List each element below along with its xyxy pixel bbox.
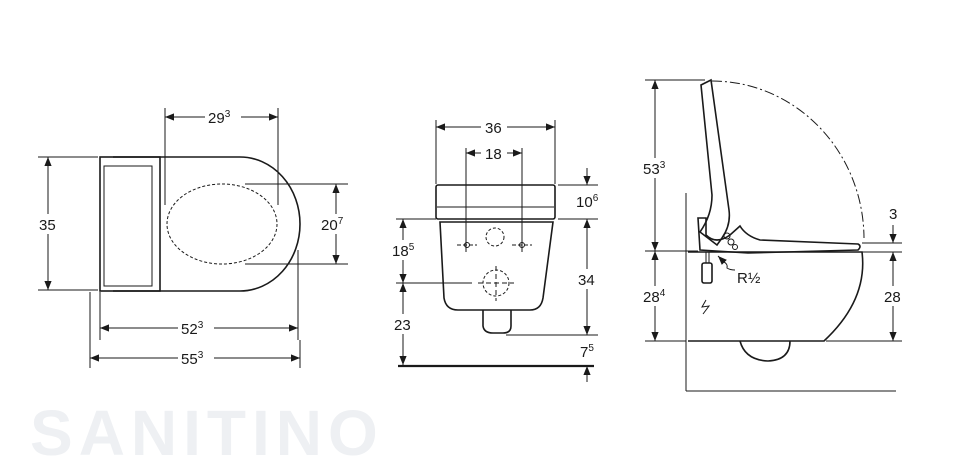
label-3: 3	[889, 206, 897, 223]
seat-side	[697, 217, 861, 254]
bowl-front	[439, 221, 554, 311]
label-52-3: 523	[181, 320, 204, 338]
tank-outline	[99, 156, 161, 292]
label-55-3: 553	[181, 350, 204, 368]
bowl-side	[688, 251, 864, 342]
label-35: 35	[39, 217, 56, 234]
label-53-3: 533	[643, 160, 666, 178]
label-20-7: 207	[321, 216, 344, 234]
label-23: 23	[394, 317, 411, 334]
side-view: R½ 533 284 3 28	[641, 78, 905, 392]
tank-inner	[103, 165, 153, 287]
seat-outline	[113, 156, 301, 292]
front-view: 36 18 106 34 75 185 23	[390, 117, 600, 382]
label-7-5: 75	[580, 343, 594, 361]
outlet-front	[482, 310, 512, 334]
label-36: 36	[485, 120, 502, 137]
lid-open	[698, 78, 731, 247]
label-18-5: 185	[392, 242, 415, 260]
top-view: 35 293 207 523 553	[36, 106, 356, 368]
water-icon	[723, 261, 736, 271]
lid-front	[435, 184, 556, 220]
label-28-4: 284	[643, 288, 666, 306]
lid-swing-arc	[711, 80, 865, 239]
label-10-6: 106	[576, 193, 599, 211]
power-connector	[701, 262, 713, 284]
seat-opening	[166, 183, 278, 265]
label-18: 18	[485, 146, 502, 163]
label-34: 34	[578, 272, 595, 289]
label-r-half: R½	[737, 270, 761, 287]
label-28: 28	[884, 289, 901, 306]
watermark: SANITINO	[30, 397, 384, 469]
electric-icon	[701, 299, 711, 315]
label-29-3: 293	[208, 109, 231, 127]
outlet-side	[739, 340, 791, 362]
